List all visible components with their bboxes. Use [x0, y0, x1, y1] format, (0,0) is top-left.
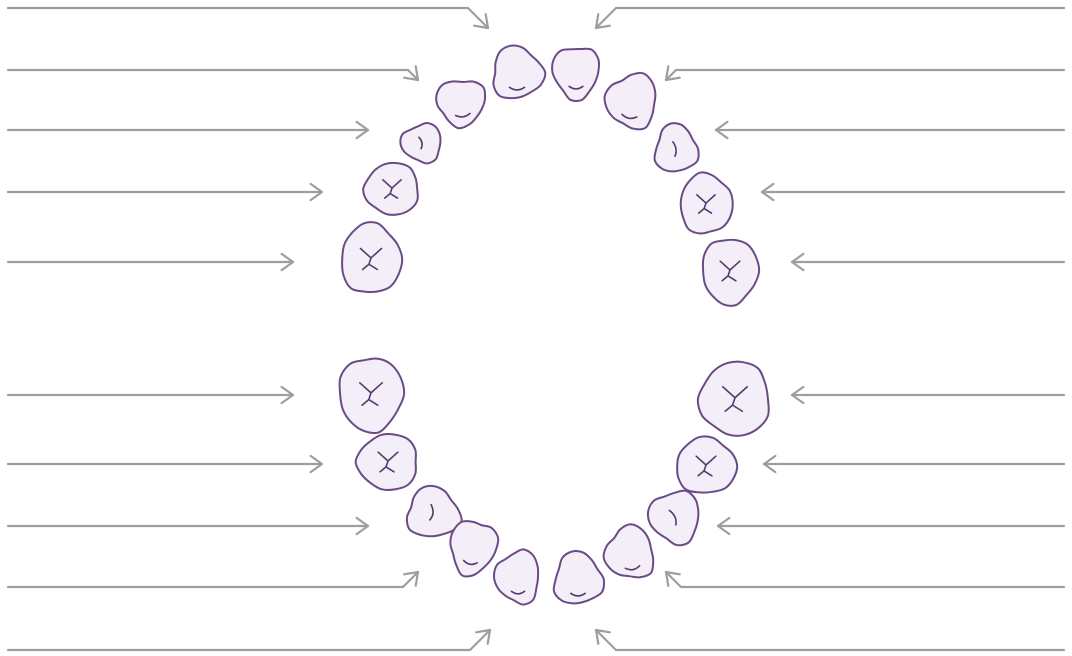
- label-arrow-left-3: [8, 122, 368, 138]
- tooth-lower-right-canine: [644, 488, 707, 552]
- label-arrow-left-6: [8, 387, 293, 403]
- tooth-upper-left-lateral-incisor: [434, 77, 489, 131]
- upper-arch: [342, 46, 759, 306]
- tooth-upper-left-central-incisor: [493, 46, 545, 99]
- label-arrows: [8, 8, 1064, 650]
- tooth-upper-right-central-incisor: [552, 49, 599, 101]
- tooth-upper-right-first-molar: [681, 172, 733, 233]
- label-arrow-left-8: [8, 518, 368, 534]
- tooth-upper-right-second-molar: [703, 240, 759, 306]
- tooth-arches: [340, 46, 769, 605]
- tooth-upper-left-first-molar: [363, 163, 418, 215]
- tooth-lower-right-first-molar: [677, 437, 737, 493]
- tooth-upper-left-second-molar: [342, 222, 402, 292]
- label-arrow-right-7: [764, 456, 1064, 472]
- tooth-lower-right-lateral-incisor: [599, 521, 656, 582]
- label-arrow-right-5: [792, 254, 1064, 270]
- tooth-lower-left-first-molar: [356, 434, 416, 490]
- label-arrow-left-4: [8, 184, 322, 200]
- label-arrow-right-8: [718, 518, 1064, 534]
- label-arrow-right-10: [596, 630, 1064, 650]
- tooth-upper-right-lateral-incisor: [600, 67, 659, 131]
- label-arrow-left-7: [8, 456, 322, 472]
- label-arrow-right-6: [792, 387, 1064, 403]
- tooth-lower-right-second-molar: [698, 362, 769, 436]
- label-arrow-right-2: [666, 66, 1064, 80]
- tooth-lower-left-central-incisor: [494, 549, 538, 604]
- label-arrow-left-5: [8, 254, 293, 270]
- label-arrow-right-1: [596, 8, 1064, 28]
- label-arrow-right-9: [666, 572, 1064, 587]
- label-arrow-left-1: [8, 8, 488, 28]
- label-arrow-left-2: [8, 66, 418, 80]
- tooth-lower-left-second-molar: [340, 359, 405, 434]
- label-arrow-right-4: [762, 184, 1064, 200]
- label-arrow-left-10: [8, 630, 490, 650]
- label-arrow-left-9: [8, 572, 418, 587]
- tooth-upper-left-canine: [400, 123, 440, 164]
- tooth-lower-right-central-incisor: [554, 551, 604, 603]
- label-arrow-right-3: [716, 122, 1064, 138]
- lower-arch: [340, 359, 769, 605]
- tooth-upper-right-canine: [654, 123, 698, 171]
